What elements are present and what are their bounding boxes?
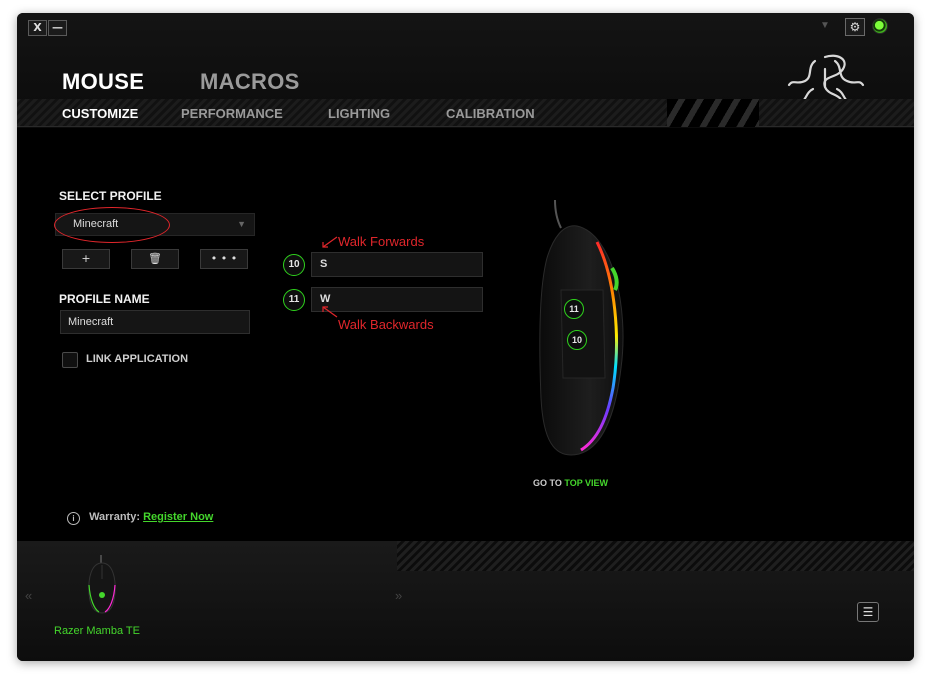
device-bar-texture — [397, 541, 914, 571]
profile-name-label: PROFILE NAME — [59, 292, 150, 306]
header-stripes — [667, 99, 759, 127]
chevron-down-icon: ▼ — [237, 219, 246, 229]
mouse-button-11-marker[interactable]: 11 — [564, 299, 584, 319]
next-device-icon[interactable]: » — [395, 588, 403, 603]
button-10-mapping[interactable]: S — [311, 252, 483, 277]
button-11-mapping[interactable]: W — [311, 287, 483, 312]
menu-icon[interactable]: ☰ — [857, 602, 879, 622]
warranty-row: i Warranty: Register Now — [67, 511, 213, 525]
annotation-arrow-up — [322, 236, 338, 248]
tab-lighting[interactable]: LIGHTING — [328, 106, 391, 121]
annotation-arrow-down — [322, 306, 338, 318]
warranty-label: Warranty: — [89, 511, 140, 523]
link-application-checkbox[interactable] — [62, 352, 78, 368]
delete-profile-button[interactable]: 🗑 — [131, 249, 179, 269]
device-bar — [17, 541, 914, 661]
go-to-top-view[interactable]: GO TO TOP VIEW — [533, 478, 608, 488]
profile-name-value: Minecraft — [68, 316, 114, 328]
button-10-key: S — [320, 258, 328, 270]
link-application-label: LINK APPLICATION — [86, 353, 189, 365]
add-profile-button[interactable]: + — [62, 249, 110, 269]
tab-customize[interactable]: CUSTOMIZE — [62, 106, 139, 121]
annotation-walk-backwards: Walk Backwards — [338, 317, 434, 332]
select-profile-label: SELECT PROFILE — [59, 189, 162, 203]
top-view-link[interactable]: TOP VIEW — [564, 478, 609, 488]
dropdown-arrow-icon[interactable]: ▼ — [820, 20, 830, 31]
tab-macros[interactable]: MACROS — [200, 69, 300, 94]
more-options-button[interactable]: • • • — [200, 249, 248, 269]
prev-device-icon[interactable]: « — [25, 588, 33, 603]
mouse-side-view — [539, 199, 624, 456]
razer-status-icon[interactable] — [872, 18, 888, 34]
device-name[interactable]: Razer Mamba TE — [54, 625, 140, 637]
annotation-walk-forwards: Walk Forwards — [338, 234, 425, 249]
device-mouse-thumbnail[interactable] — [85, 555, 119, 615]
mouse-button-10-marker[interactable]: 10 — [567, 330, 587, 350]
tab-calibration[interactable]: CALIBRATION — [446, 106, 535, 121]
gear-icon[interactable]: ⚙ — [845, 18, 865, 36]
button-10-badge[interactable]: 10 — [283, 254, 305, 276]
info-icon: i — [67, 512, 80, 525]
sub-navigation — [17, 99, 914, 127]
go-to-prefix: GO TO — [533, 478, 562, 488]
close-button[interactable]: X — [28, 20, 47, 36]
highlight-circle — [54, 207, 170, 243]
button-11-badge[interactable]: 11 — [283, 289, 305, 311]
minimize-button[interactable]: — — [48, 20, 67, 36]
register-now-link[interactable]: Register Now — [143, 511, 214, 523]
profile-name-input[interactable]: Minecraft — [60, 310, 250, 334]
button-11-key: W — [320, 293, 331, 305]
tab-mouse[interactable]: MOUSE — [62, 69, 145, 94]
synapse-window: X — ▼ ⚙ MOUSE MACROS CUSTOMIZE PERFORMAN… — [17, 13, 914, 661]
tab-performance[interactable]: PERFORMANCE — [181, 106, 283, 121]
